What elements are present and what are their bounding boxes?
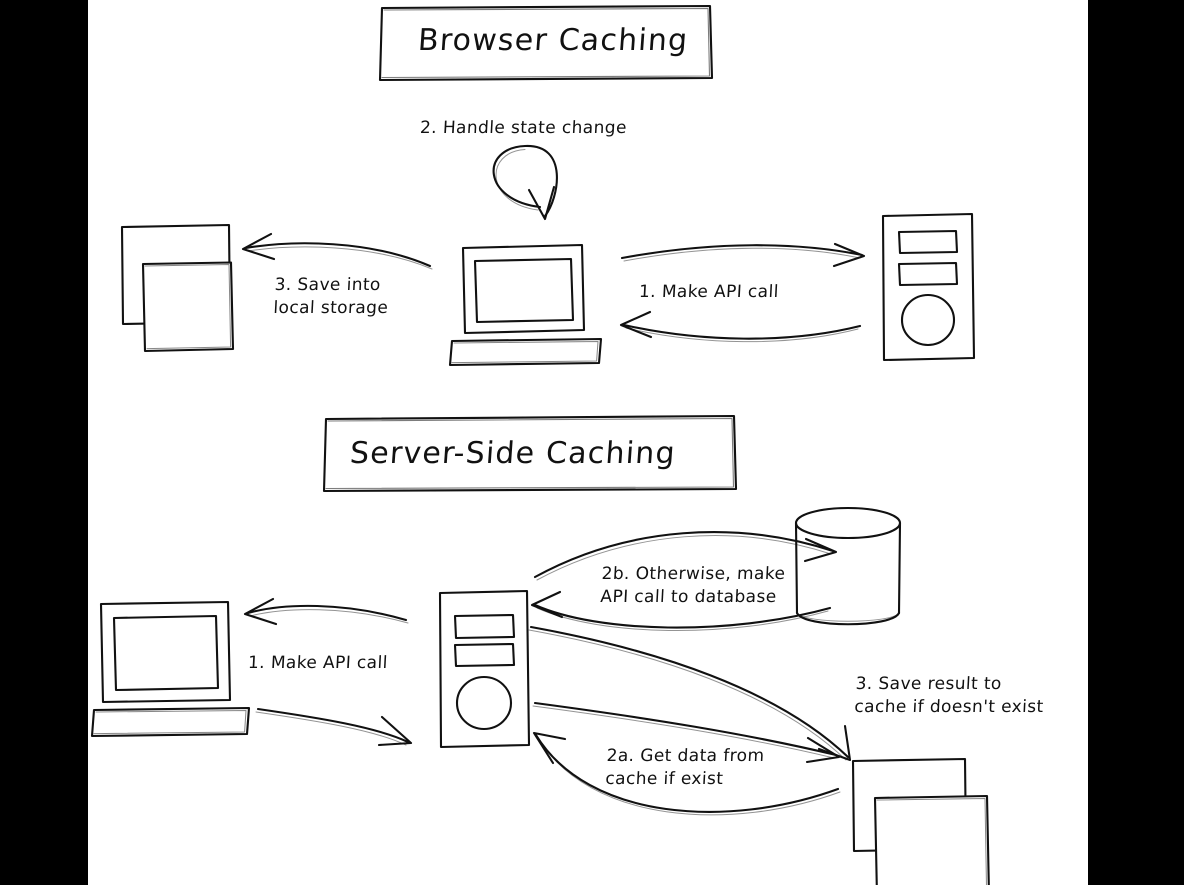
arrow-api-response-top <box>619 310 862 343</box>
arrow-server-to-cache-get <box>532 701 841 764</box>
arrow-save-local-storage <box>241 232 433 270</box>
server-side-caching-title: Server-Side Caching <box>348 436 677 471</box>
step-label-make-api-call-server: 1. Make API call <box>247 653 389 673</box>
arrow-database-to-server <box>530 590 832 631</box>
arrow-server-to-cache-save <box>528 625 852 762</box>
browser-caching-title: Browser Caching <box>416 23 690 58</box>
whiteboard-canvas: Browser Caching Server-Side Caching 2. H… <box>88 0 1088 885</box>
step-label-otherwise-api-call-to-database: 2b. Otherwise, make API call to database <box>599 564 786 607</box>
arrow-cache-to-server <box>532 731 841 816</box>
step-label-save-into-local-storage: 3. Save into local storage <box>272 275 389 318</box>
arrow-client-to-server-request <box>255 707 413 747</box>
arrow-server-to-client-response <box>243 597 409 626</box>
server-side-caching-title-frame <box>322 414 738 493</box>
sketch-layer <box>90 4 990 885</box>
local-storage-icon <box>120 223 235 353</box>
database-cylinder-icon <box>794 506 902 626</box>
server-tower-icon <box>881 212 976 362</box>
browser-computer-icon <box>448 243 603 367</box>
server-tower-2-icon <box>438 589 531 749</box>
step-label-save-result-to-cache: 3. Save result to cache if doesn't exist <box>853 674 1045 717</box>
step-label-handle-state-change: 2. Handle state change <box>419 118 628 138</box>
cache-storage-icon <box>851 757 990 885</box>
state-change-loop-arrow <box>492 144 558 221</box>
arrow-server-to-database <box>533 531 838 581</box>
arrow-make-api-call-top <box>620 242 866 268</box>
client-computer-icon <box>90 600 251 738</box>
step-label-get-data-from-cache: 2a. Get data from cache if exist <box>604 746 765 789</box>
browser-caching-title-frame <box>378 4 714 82</box>
step-label-make-api-call-browser: 1. Make API call <box>638 282 780 302</box>
